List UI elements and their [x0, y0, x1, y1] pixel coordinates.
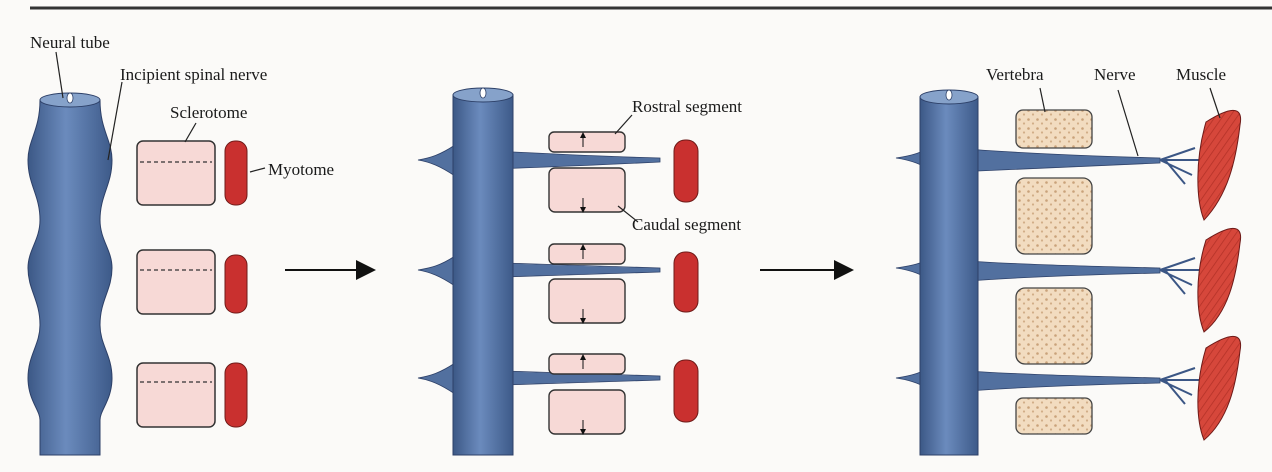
muscle-block: [1198, 336, 1241, 440]
caudal-segment-block: [549, 279, 625, 323]
panel-2: Rostral segment Caudal segment: [418, 88, 742, 455]
label-muscle: Muscle: [1176, 65, 1226, 84]
myotome-block: [674, 360, 698, 422]
leader-line: [1040, 88, 1045, 112]
label-rostral-segment: Rostral segment: [632, 97, 742, 116]
myotome-block: [225, 255, 247, 313]
label-sclerotome: Sclerotome: [170, 103, 247, 122]
sclerotome-block: [137, 363, 215, 427]
neural-tube-3: [920, 97, 978, 455]
vertebra-block: [1016, 288, 1092, 364]
leader-line: [185, 123, 196, 142]
label-caudal-segment: Caudal segment: [632, 215, 741, 234]
leader-line: [56, 52, 63, 98]
nerve-branch: [955, 148, 1160, 172]
leader-line: [615, 115, 632, 134]
nerve-branch: [955, 260, 1160, 282]
panel-1: Neural tube Incipient spinal nerve Scler…: [28, 33, 334, 455]
label-nerve: Nerve: [1094, 65, 1136, 84]
rostral-segment-block: [549, 132, 625, 152]
label-vertebra: Vertebra: [986, 65, 1044, 84]
leader-line: [1118, 90, 1138, 156]
neural-tube-1: [28, 100, 112, 455]
sclerotome-block: [137, 250, 215, 314]
caudal-segment-block: [549, 168, 625, 212]
neural-tube-2: [453, 95, 513, 455]
muscle-block: [1198, 110, 1241, 220]
caudal-segment-block: [549, 390, 625, 434]
vertebra-block: [1016, 178, 1092, 254]
nerve-branch: [955, 370, 1160, 392]
vertebra-block: [1016, 398, 1092, 434]
myotome-block: [674, 140, 698, 202]
label-neural-tube: Neural tube: [30, 33, 110, 52]
nerve-endings: [1160, 148, 1200, 404]
sclerotome-block: [137, 141, 215, 205]
myotome-block: [225, 363, 247, 427]
leader-line: [1210, 88, 1220, 118]
leader-line: [250, 168, 265, 172]
muscle-block: [1198, 228, 1241, 332]
rostral-segment-block: [549, 244, 625, 264]
vertebra-block: [1016, 110, 1092, 148]
panel-3: Vertebra Nerve Muscle: [896, 65, 1241, 455]
leader-line: [108, 82, 122, 160]
rostral-segment-block: [549, 354, 625, 374]
myotome-block: [674, 252, 698, 312]
myotome-block: [225, 141, 247, 205]
label-incipient-spinal-nerve: Incipient spinal nerve: [120, 65, 267, 84]
label-myotome: Myotome: [268, 160, 334, 179]
